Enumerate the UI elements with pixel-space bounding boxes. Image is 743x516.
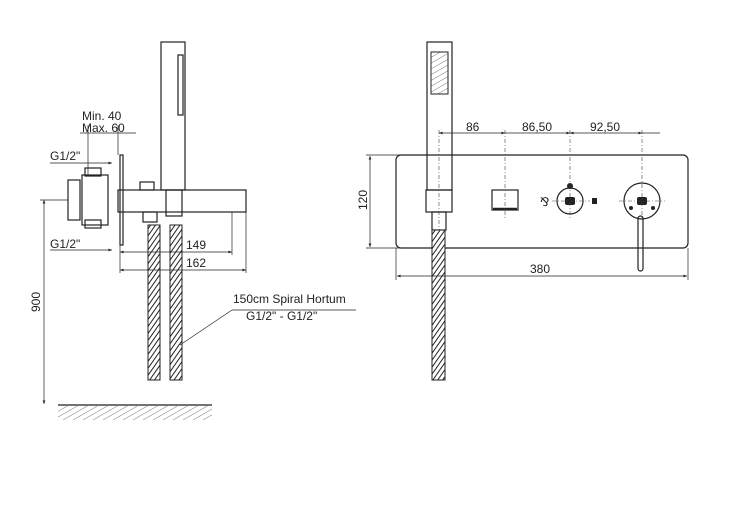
hose-left [147,224,161,381]
dim-380: 380 [530,262,550,276]
max-60-label: Max. 60 [82,121,125,135]
dim-86: 86 [466,120,480,134]
floor-hatch [58,406,212,420]
hose-label: 150cm Spiral Hortum [233,292,346,306]
dim-92-50: 92,50 [590,120,620,134]
hose-right [169,224,183,381]
hand-shower-side [160,41,186,191]
dim-120: 120 [356,190,370,210]
dim-162: 162 [186,256,206,270]
thread-bottom-label: G1/2" [50,237,80,251]
shower-head-grid [430,51,449,95]
thread-top-label: G1/2" [50,149,80,163]
mixer-knob [623,182,661,220]
dim-86-50: 86,50 [522,120,552,134]
side-view: Min. 40 Max. 60 G1/2" G1/2" 149 162 900 … [29,41,356,420]
wall-plate [395,154,689,249]
front-view: ⅋ 86 86,50 92,50 120 380 [356,41,689,381]
min-40-label: Min. 40 [82,109,122,123]
cross-handle [67,179,81,221]
valve-body [81,174,109,226]
dim-900: 900 [29,292,43,312]
shower-head-side [177,54,184,116]
dim-149: 149 [186,238,206,252]
mixer-lever [637,215,644,272]
hose-front [431,229,446,381]
shower-symbol-icon: ⅋ [540,195,549,209]
wall-plate-side [119,154,124,246]
hose-thread-label: G1/2" - G1/2" [246,309,317,323]
